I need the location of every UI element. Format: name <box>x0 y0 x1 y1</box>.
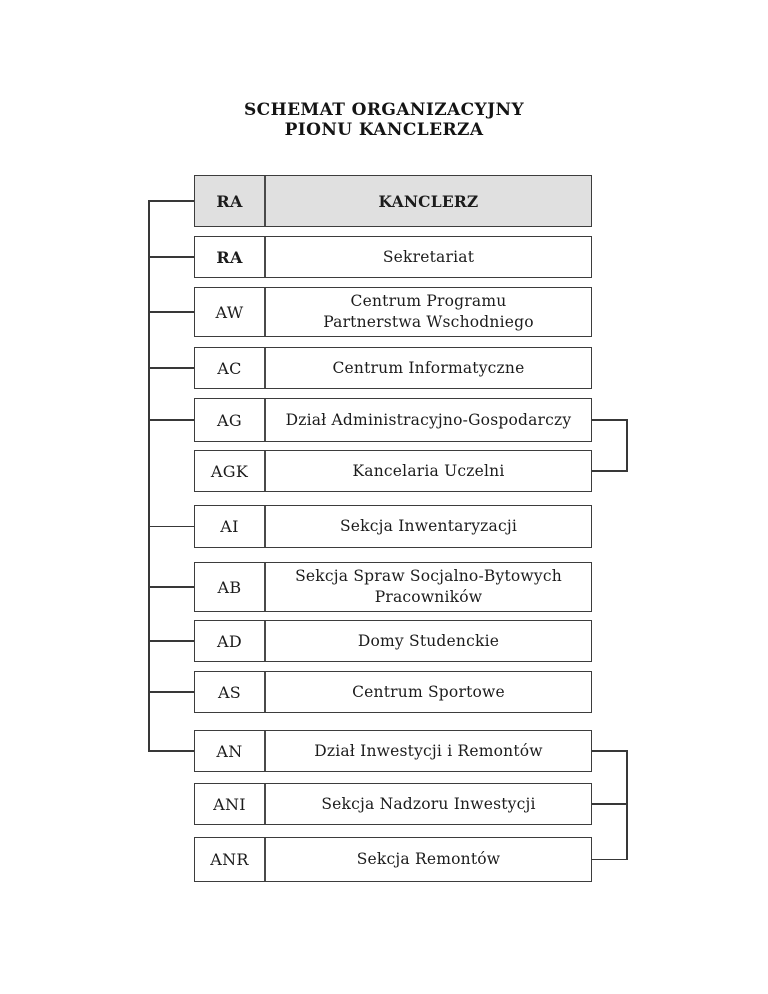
connector-line <box>148 419 194 421</box>
unit-name: Domy Studenckie <box>357 631 500 650</box>
unit-name: Sekcja Spraw Socjalno-Bytowych Pracownik… <box>295 567 562 606</box>
connector-line <box>592 419 628 421</box>
chart-title-line1: SCHEMAT ORGANIZACYJNY <box>244 100 524 120</box>
unit-name: Dział Administracyjno-Gospodarczy <box>285 410 572 429</box>
org-box-ra-0: RA KANCLERZ <box>194 175 592 227</box>
unit-name: Centrum Programu Partnerstwa Wschodniego <box>323 292 534 331</box>
org-box-ai-6: AI Sekcja Inwentaryzacji <box>194 505 592 548</box>
unit-code: AS <box>195 672 266 712</box>
unit-code: AB <box>195 563 266 611</box>
unit-code: ANR <box>195 838 266 881</box>
connector-line <box>592 750 628 752</box>
unit-name: Sekcja Inwentaryzacji <box>339 517 518 535</box>
org-box-ani-11: ANI Sekcja Nadzoru Inwestycji <box>194 783 592 825</box>
org-box-an-10: AN Dział Inwestycji i Remontów <box>194 730 592 772</box>
connector-line <box>148 311 194 313</box>
unit-name: Sekcja Nadzoru Inwestycji <box>321 794 536 813</box>
connector-line <box>592 858 628 861</box>
org-box-anr-12: ANR Sekcja Remontów <box>194 837 592 882</box>
connector-line <box>148 750 194 752</box>
unit-name: Kancelaria Uczelni <box>352 461 505 480</box>
chart-title-line2: PIONU KANCLERZA <box>284 120 484 140</box>
connector-line <box>148 256 194 258</box>
org-box-aw-2: AW Centrum Programu Partnerstwa Wschodnie… <box>194 287 592 337</box>
unit-name: Sekretariat <box>382 247 475 266</box>
unit-code: AC <box>195 348 266 388</box>
chart-title: SCHEMAT ORGANIZACYJNY PIONU KANCLERZA <box>0 100 768 140</box>
connector-line <box>148 200 150 752</box>
unit-code: ANI <box>195 784 266 824</box>
connector-line <box>592 803 628 805</box>
unit-name: Centrum Informatyczne <box>332 358 525 377</box>
org-box-ag-4: AG Dział Administracyjno-Gospodarczy <box>194 398 592 442</box>
org-box-as-9: AS Centrum Sportowe <box>194 671 592 713</box>
connector-line <box>148 367 194 369</box>
connector-line <box>148 200 194 202</box>
org-box-ab-7: AB Sekcja Spraw Socjalno-Bytowych Pracown… <box>194 562 592 612</box>
connector-line <box>148 586 194 588</box>
unit-code: RA <box>195 176 266 226</box>
org-box-agk-5: AGK Kancelaria Uczelni <box>194 450 592 492</box>
unit-name: Sekcja Remontów <box>356 850 501 868</box>
connector-line <box>148 525 194 528</box>
unit-name: Centrum Sportowe <box>352 682 505 701</box>
unit-code: AGK <box>195 451 266 491</box>
connector-line <box>148 691 194 693</box>
unit-code: AI <box>195 506 266 547</box>
unit-code: AG <box>195 399 266 441</box>
unit-name: Dział Inwestycji i Remontów <box>314 741 543 760</box>
unit-code: AD <box>195 621 266 661</box>
org-box-ad-8: AD Domy Studenckie <box>194 620 592 662</box>
connector-line <box>626 750 628 861</box>
connector-line <box>626 419 628 472</box>
connector-line <box>592 470 628 472</box>
unit-code: AW <box>195 288 266 336</box>
unit-code: RA <box>195 237 266 277</box>
unit-name: KANCLERZ <box>378 191 479 211</box>
org-box-ra-1: RA Sekretariat <box>194 236 592 278</box>
org-box-ac-3: AC Centrum Informatyczne <box>194 347 592 389</box>
unit-code: AN <box>195 731 266 771</box>
connector-line <box>148 640 194 642</box>
